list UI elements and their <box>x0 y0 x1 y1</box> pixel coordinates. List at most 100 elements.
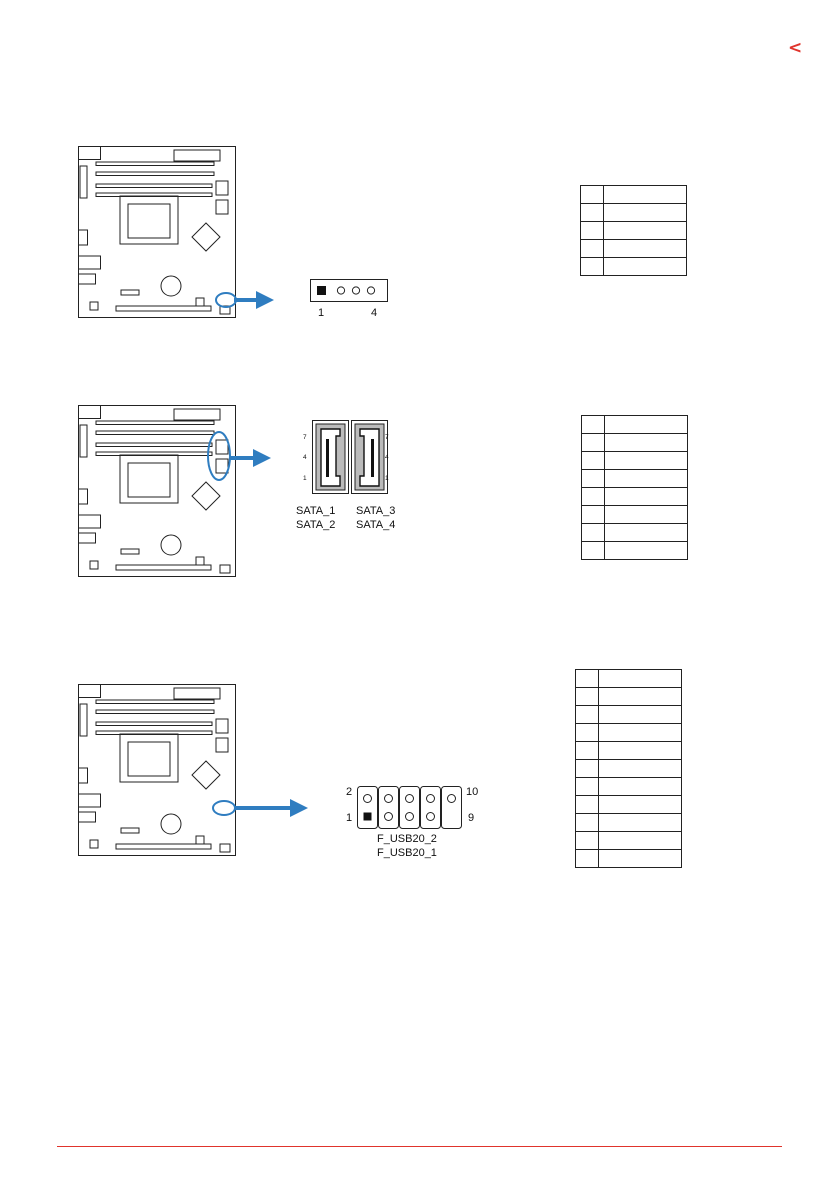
pin-number: 7 <box>303 434 307 441</box>
pin-number: 7 <box>385 434 389 441</box>
signal-cell <box>598 831 682 850</box>
pin-number: 1 <box>303 475 307 482</box>
signal-cell <box>598 705 682 724</box>
pointer-arrow-icon <box>215 291 274 309</box>
pin-cell <box>581 469 605 488</box>
pin-table-row <box>581 487 688 506</box>
pin-cell <box>581 523 605 542</box>
pin-table-row <box>581 541 688 560</box>
pin-cell <box>575 705 599 724</box>
pin-label: 2 <box>346 786 353 798</box>
pin-label: 1 <box>346 812 353 824</box>
motherboard-layout-icon <box>78 684 236 856</box>
pin-cell <box>581 433 605 452</box>
pin-table-row <box>575 813 682 832</box>
pin-cell <box>580 203 604 222</box>
motherboard-layout-icon <box>78 405 236 577</box>
pin-cell <box>575 687 599 706</box>
pin-cell <box>575 813 599 832</box>
sata-label: SATA_3 <box>356 505 396 517</box>
signal-cell <box>604 469 688 488</box>
pin-cell <box>575 669 599 688</box>
pin-cell <box>575 831 599 850</box>
four-pin-header-icon <box>310 279 388 302</box>
pin-table <box>581 415 688 560</box>
signal-cell <box>604 433 688 452</box>
pin-cell <box>580 239 604 258</box>
pin-label: 9 <box>468 812 475 824</box>
usb-label: F_USB20_1 <box>377 847 437 859</box>
pin-cell <box>580 185 604 204</box>
pin-table-row <box>575 687 682 706</box>
sata-port-icon <box>351 420 388 494</box>
pin-table-row <box>581 523 688 542</box>
pin-table-row <box>580 239 687 258</box>
pin-label-first: 1 <box>318 307 325 319</box>
pointer-arrow-icon <box>207 431 271 481</box>
motherboard-diagram <box>78 146 237 324</box>
pointer-arrow-icon <box>212 799 308 817</box>
pin-table-row <box>575 759 682 778</box>
pin-table-row <box>580 203 687 222</box>
sata-label: SATA_2 <box>296 519 336 531</box>
pin-table-row <box>580 221 687 240</box>
pin-table <box>575 669 682 868</box>
usb-header-icon <box>357 786 462 829</box>
pin-table-row <box>581 451 688 470</box>
footer-divider <box>57 1146 782 1147</box>
signal-cell <box>603 239 687 258</box>
pin-table-row <box>575 723 682 742</box>
pin-cell <box>575 759 599 778</box>
pin-cell <box>581 487 605 506</box>
signal-cell <box>598 687 682 706</box>
signal-cell <box>604 541 688 560</box>
pin-cell <box>581 505 605 524</box>
signal-cell <box>604 415 688 434</box>
motherboard-diagram <box>78 684 237 862</box>
pin-number: 4 <box>303 454 307 461</box>
pin-table-row <box>575 705 682 724</box>
sata-label: SATA_1 <box>296 505 336 517</box>
signal-cell <box>604 505 688 524</box>
signal-cell <box>603 185 687 204</box>
pin-table-row <box>575 777 682 796</box>
pin-cell <box>575 723 599 742</box>
pin-number: 4 <box>385 454 389 461</box>
signal-cell <box>604 451 688 470</box>
pin-table-row <box>580 257 687 276</box>
signal-cell <box>598 759 682 778</box>
signal-cell <box>603 221 687 240</box>
pin-table <box>580 185 687 276</box>
pin-table-row <box>581 505 688 524</box>
pin-table-header <box>581 415 688 434</box>
signal-cell <box>604 523 688 542</box>
pin-cell <box>575 777 599 796</box>
chevron-left-icon[interactable]: < <box>788 38 803 58</box>
usb-label: F_USB20_2 <box>377 833 437 845</box>
pin-table-row <box>575 831 682 850</box>
sata-label: SATA_4 <box>356 519 396 531</box>
pin-number: 1 <box>385 475 389 482</box>
pin-table-row <box>581 433 688 452</box>
pin-table-row <box>575 741 682 760</box>
pin-cell <box>575 741 599 760</box>
signal-cell <box>603 203 687 222</box>
pin-table-header <box>580 185 687 204</box>
pin-table-row <box>575 849 682 868</box>
signal-cell <box>598 741 682 760</box>
pin-table-row <box>581 469 688 488</box>
sata-port-icon <box>312 420 349 494</box>
signal-cell <box>598 813 682 832</box>
signal-cell <box>598 777 682 796</box>
motherboard-layout-icon <box>78 146 236 318</box>
signal-cell <box>604 487 688 506</box>
signal-cell <box>598 849 682 868</box>
pin-cell <box>575 849 599 868</box>
pin-cell <box>581 415 605 434</box>
pin-table-row <box>575 795 682 814</box>
pin-cell <box>581 541 605 560</box>
pin-cell <box>580 221 604 240</box>
signal-cell <box>598 669 682 688</box>
signal-cell <box>598 723 682 742</box>
pin-cell <box>581 451 605 470</box>
